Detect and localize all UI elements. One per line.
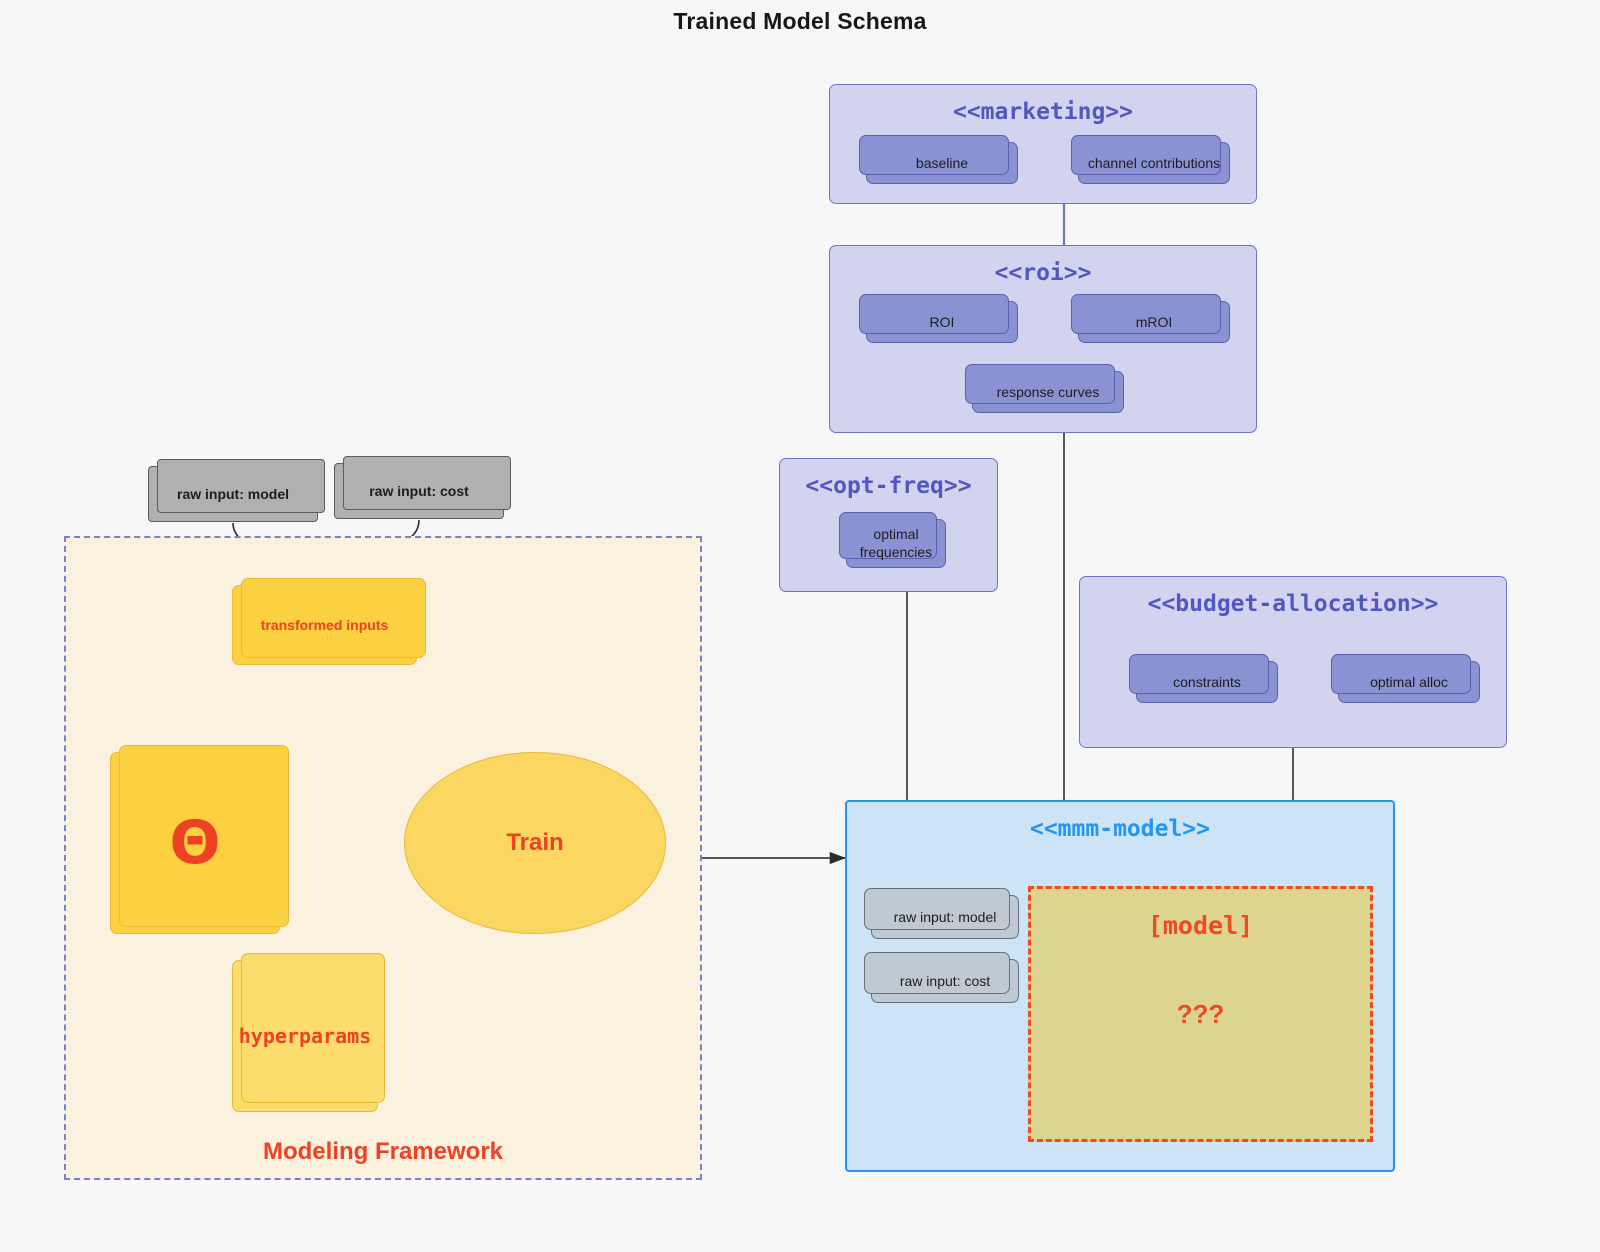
- node-stack-shadow: [864, 952, 1010, 994]
- node-stack-shadow: [1331, 654, 1471, 694]
- node-optimal-alloc[interactable]: optimal alloc: [1331, 654, 1480, 703]
- node-roi[interactable]: ROI: [859, 294, 1018, 343]
- node-label: optimal alloc: [1370, 674, 1448, 690]
- page-title: Trained Model Schema: [673, 8, 927, 34]
- modeling-framework-label: Modeling Framework: [262, 1138, 504, 1165]
- node-stack-shadow: [859, 135, 1009, 175]
- node-stack-shadow: [343, 456, 511, 510]
- node-stack-shadow: [1071, 135, 1221, 175]
- package-budget-allocation-title: <<budget-allocation>>: [1147, 591, 1439, 617]
- node-constraints[interactable]: constraints: [1129, 654, 1278, 703]
- node-mroi[interactable]: mROI: [1071, 294, 1230, 343]
- node-mmm-raw-input-model[interactable]: raw input: model: [864, 888, 1019, 939]
- node-optimal-frequencies[interactable]: optimal frequencies: [839, 512, 946, 568]
- node-label: baseline: [915, 155, 969, 171]
- package-roi-title: <<roi>>: [994, 260, 1092, 286]
- node-label: mROI: [1135, 314, 1173, 330]
- raw-input-cost-box[interactable]: raw input: cost: [334, 456, 511, 519]
- model-placeholder-box[interactable]: [model] ???: [1028, 886, 1373, 1142]
- theta-box[interactable]: Θ: [110, 745, 289, 934]
- package-mmm-model[interactable]: <<mmm-model>> raw input: model raw input…: [845, 800, 1395, 1172]
- node-label: raw input: cost: [369, 483, 469, 499]
- node-stack-shadow: [965, 364, 1115, 404]
- node-stack-shadow: [241, 578, 426, 658]
- node-label-line2: frequencies: [859, 543, 933, 560]
- package-budget-allocation[interactable]: <<budget-allocation>> constraints optima…: [1079, 576, 1507, 748]
- node-stack-shadow: [241, 953, 385, 1103]
- node-baseline[interactable]: baseline: [859, 135, 1018, 184]
- train-label: Train: [506, 829, 564, 856]
- train-ellipse[interactable]: Train: [404, 752, 666, 934]
- node-label: raw input: model: [177, 486, 289, 502]
- package-opt-freq[interactable]: <<opt-freq>> optimal frequencies: [779, 458, 998, 592]
- raw-input-model-box[interactable]: raw input: model: [148, 459, 325, 522]
- node-label: response curves: [996, 384, 1100, 400]
- package-mmm-model-title: <<mmm-model>>: [1029, 816, 1210, 842]
- node-label: raw input: cost: [899, 973, 991, 989]
- package-opt-freq-title: <<opt-freq>>: [805, 473, 972, 499]
- model-placeholder-unknown: ???: [1176, 999, 1225, 1029]
- package-marketing-title: <<marketing>>: [952, 99, 1133, 125]
- transformed-inputs-box[interactable]: transformed inputs: [232, 578, 426, 665]
- node-stack-shadow: [864, 888, 1010, 930]
- model-placeholder-title: [model]: [1147, 911, 1254, 940]
- node-label: channel contributions: [1087, 155, 1221, 171]
- node-stack-shadow: [859, 294, 1009, 334]
- node-channel-contributions[interactable]: channel contributions: [1071, 135, 1230, 184]
- node-label: raw input: model: [893, 909, 997, 925]
- package-roi[interactable]: <<roi>> ROI mROI response curves: [829, 245, 1257, 433]
- node-stack-shadow: [1071, 294, 1221, 334]
- node-stack-shadow: [157, 459, 325, 513]
- hyperparams-box[interactable]: hyperparams: [232, 953, 385, 1112]
- node-label: constraints: [1173, 674, 1241, 690]
- theta-glyph: Θ: [169, 808, 221, 878]
- node-stack-shadow: [119, 745, 289, 927]
- node-mmm-raw-input-cost[interactable]: raw input: cost: [864, 952, 1019, 1003]
- node-response-curves[interactable]: response curves: [965, 364, 1124, 413]
- node-stack-shadow: [839, 512, 937, 559]
- node-label: hyperparams: [238, 1024, 372, 1048]
- node-label: ROI: [929, 314, 955, 330]
- node-stack-shadow: [1129, 654, 1269, 694]
- package-marketing[interactable]: <<marketing>> baseline channel contribut…: [829, 84, 1257, 204]
- node-label: transformed inputs: [260, 617, 389, 633]
- node-label-line1: optimal: [873, 526, 919, 542]
